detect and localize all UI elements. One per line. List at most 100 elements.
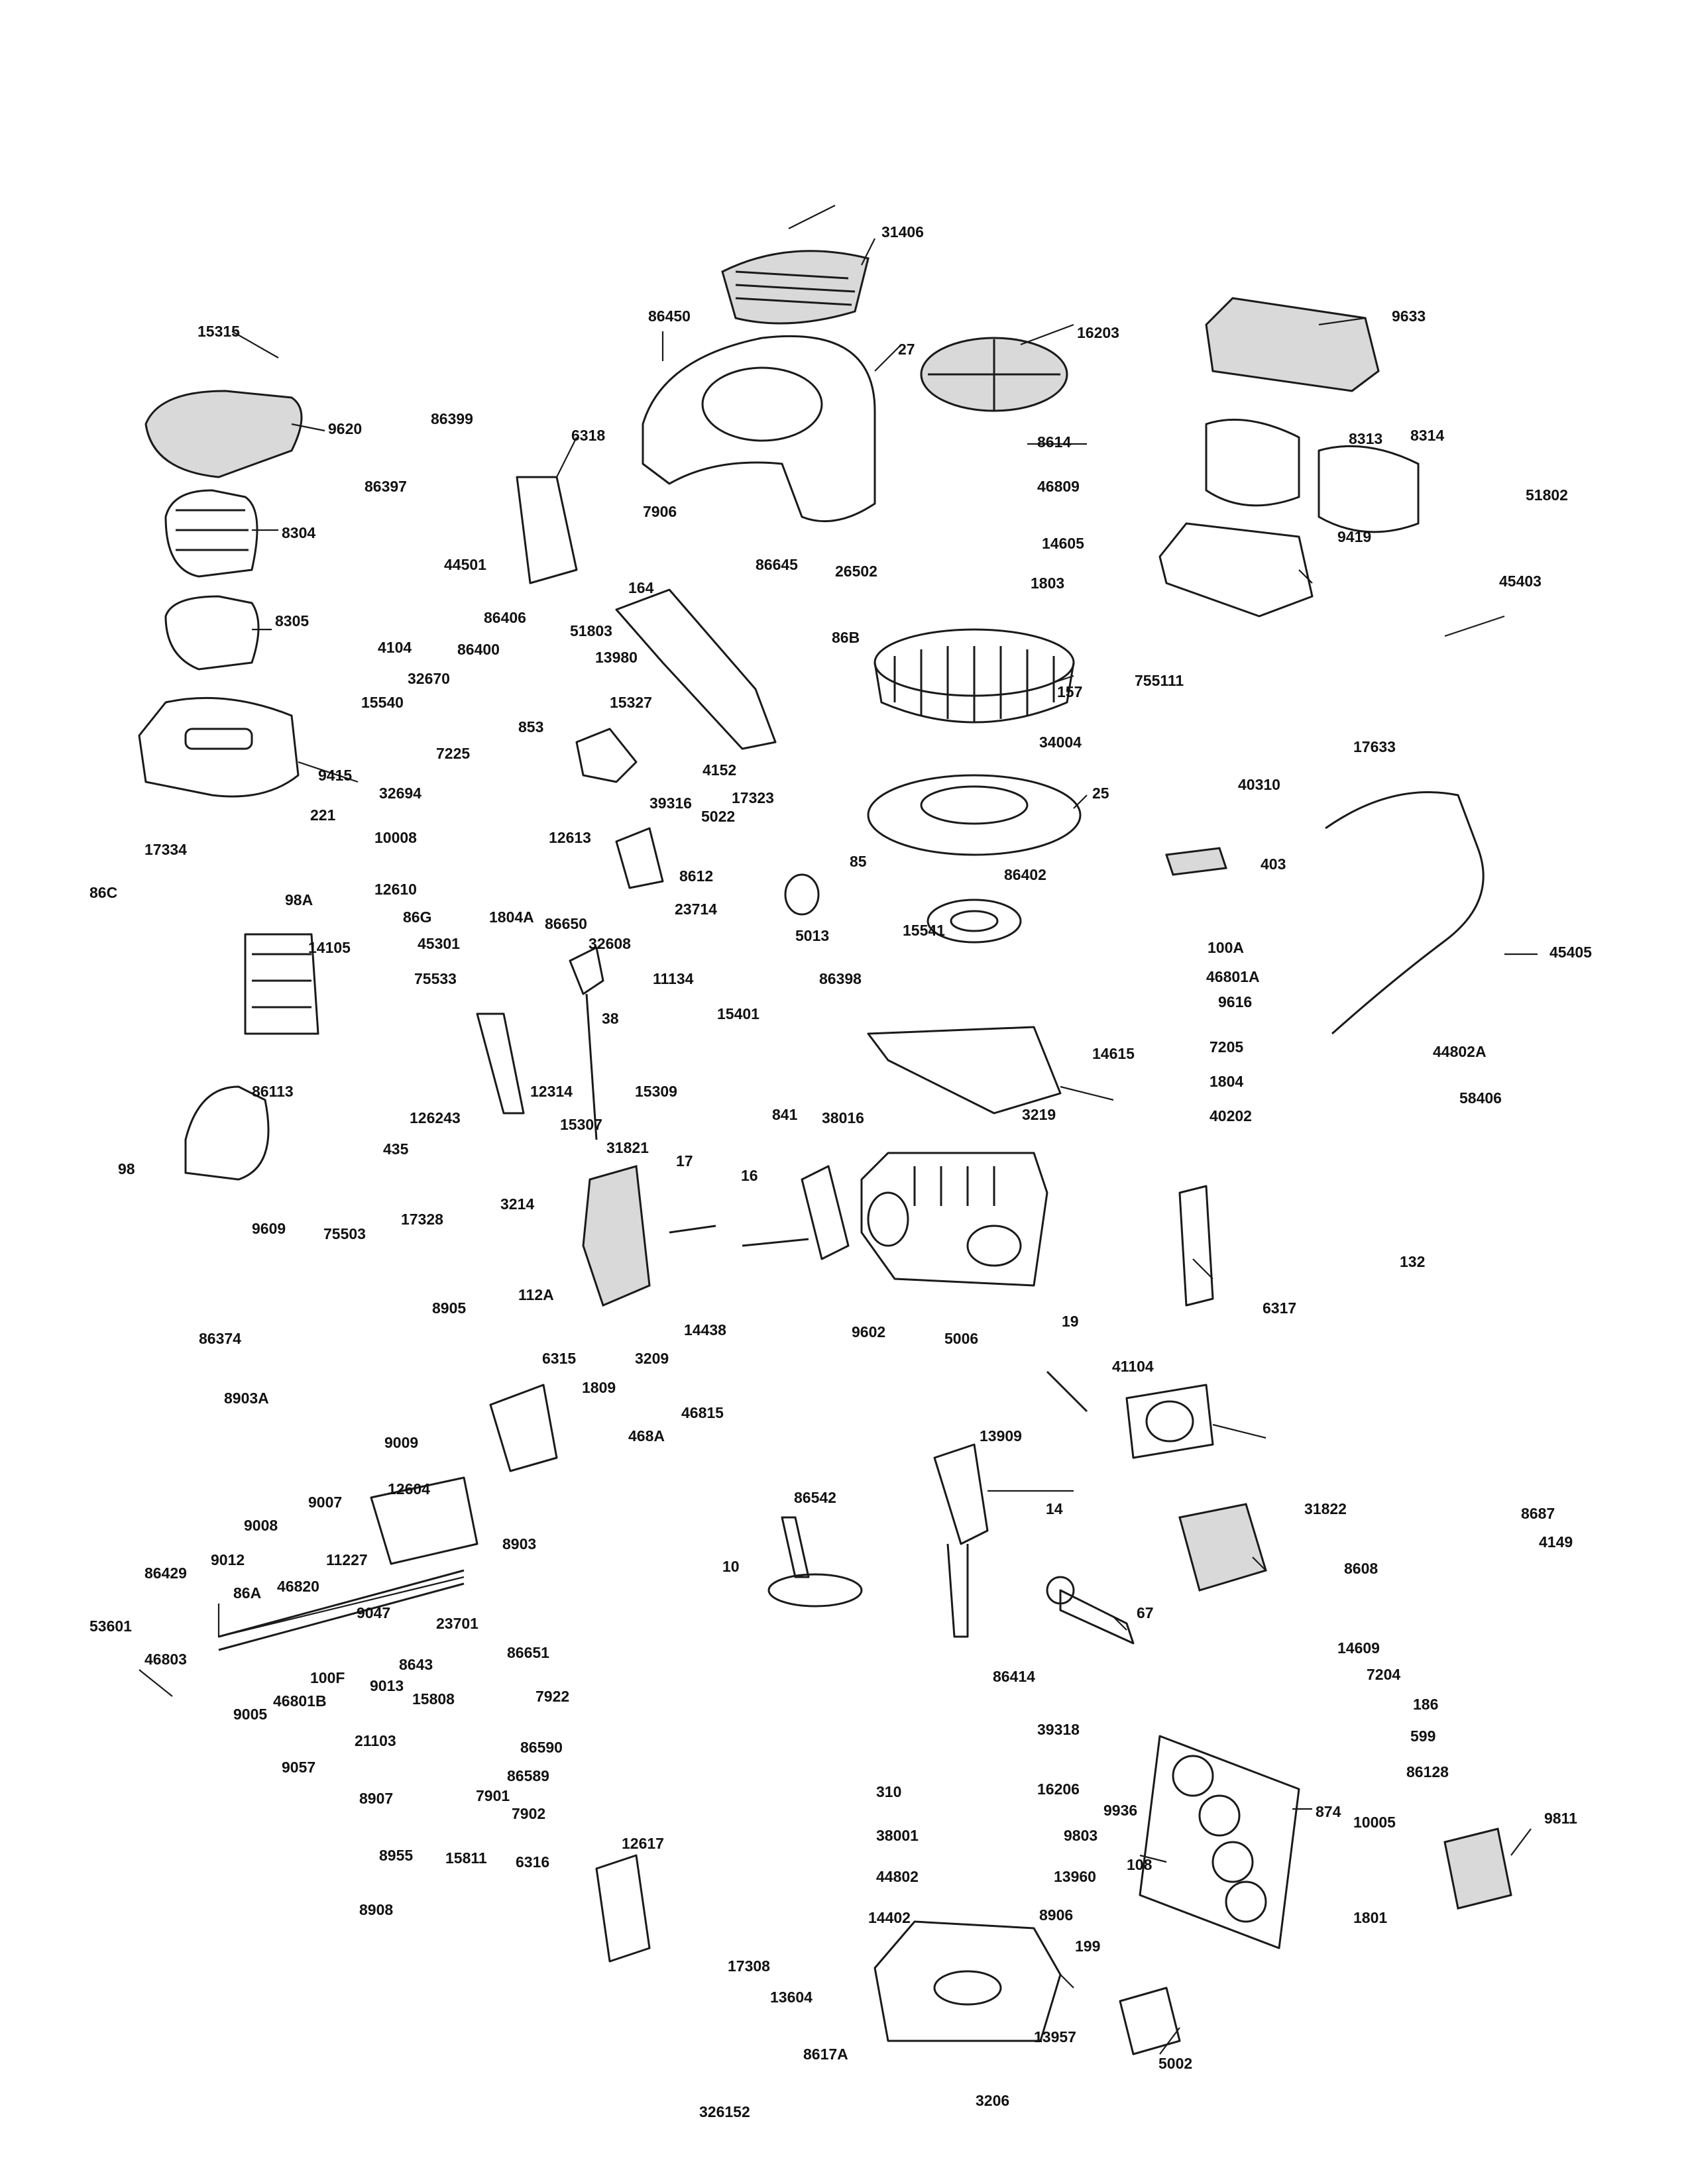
callout-23714: 23714 [675,901,717,918]
fuel-pump-part [615,827,664,889]
callout-15307: 15307 [560,1116,602,1133]
callout-9047: 9047 [357,1604,390,1621]
callout-9008: 9008 [244,1517,278,1534]
callout-1804: 1804 [1210,1073,1243,1090]
callout-39318: 39318 [1037,1721,1080,1738]
callout-14402: 14402 [868,1909,911,1926]
callout-17334: 17334 [144,841,187,858]
callout-86400: 86400 [457,641,500,658]
callout-108: 108 [1127,1856,1153,1873]
callout-86650: 86650 [545,915,587,932]
callout-86402: 86402 [1004,866,1046,883]
callout-8905: 8905 [432,1299,466,1317]
callout-98: 98 [118,1160,135,1177]
cylinder-head-left-part [582,1165,651,1307]
callout-58406: 58406 [1459,1089,1502,1107]
air-cleaner-base-right-part [1158,522,1314,618]
callout-14: 14 [1046,1500,1063,1517]
callout-3214: 3214 [500,1195,534,1213]
callout-8608: 8608 [1344,1560,1378,1577]
callout-44802A: 44802A [1433,1043,1487,1060]
callout-8903A: 8903A [224,1390,269,1407]
governor-linkage-part [218,1476,478,1651]
callout-7922: 7922 [535,1688,569,1705]
callout-9012: 9012 [211,1551,245,1568]
callout-9007: 9007 [308,1494,342,1511]
callout-11227: 11227 [326,1551,368,1568]
rotating-screen-part [920,337,1068,412]
shroud-center-part [489,1384,558,1472]
fuel-filter-part [784,873,820,916]
callout-10: 10 [722,1558,740,1575]
callout-44802: 44802 [876,1868,919,1885]
oil-pan-part [873,1920,1062,2042]
callout-17323: 17323 [732,789,774,806]
callout-7225-upper: 7225 [436,745,470,762]
callout-15811: 15811 [445,1849,487,1867]
callout-8908: 8908 [359,1901,393,1918]
callout-32694: 32694 [379,785,422,802]
callout-16206: 16206 [1037,1780,1080,1798]
callout-9620: 9620 [328,420,362,437]
callout-9616: 9616 [1218,993,1252,1010]
shroud-lower-part [595,1854,651,1963]
callout-6317: 6317 [1263,1299,1296,1317]
callout-34004: 34004 [1039,734,1082,751]
ring-gear-part [867,774,1082,856]
callout-15315: 15315 [197,323,240,340]
callout-46815: 46815 [681,1404,724,1421]
callout-1801: 1801 [1353,1909,1387,1926]
callout-86399: 86399 [431,410,473,427]
muffler-part [1443,1828,1512,1910]
callout-853: 853 [518,718,543,736]
blower-housing-part [642,335,876,523]
callout-44501: 44501 [444,556,486,573]
callout-38: 38 [602,1010,619,1027]
callout-13957: 13957 [1034,2028,1076,2046]
callout-21103: 21103 [355,1732,396,1749]
callout-11134: 11134 [653,970,694,987]
callout-9415: 9415 [318,767,352,784]
callout-100A-upper: 100A [1208,939,1244,956]
crankshaft-part [933,1443,989,1638]
callout-3206: 3206 [976,2092,1009,2109]
callout-45405: 45405 [1549,944,1592,961]
callout-86C: 86C [89,884,117,901]
callout-9013: 9013 [370,1677,404,1694]
callout-86645: 86645 [756,556,798,573]
callout-85: 85 [850,853,867,870]
valve-parts [669,1225,809,1247]
callout-6316: 6316 [516,1853,549,1871]
callout-26502: 26502 [835,563,877,580]
connecting-rod-part [1046,1576,1135,1645]
callout-86398: 86398 [819,970,862,987]
callout-7205: 7205 [1210,1038,1243,1056]
wiring-harness-part [1325,791,1485,1035]
callout-10005: 10005 [1353,1814,1396,1831]
callout-3209: 3209 [635,1350,669,1367]
callout-86429: 86429 [144,1564,187,1582]
callout-3219: 3219 [1022,1106,1056,1123]
callout-15401: 15401 [717,1005,760,1022]
callout-16203: 16203 [1077,324,1119,341]
callout-32608: 32608 [589,935,631,952]
starter-motor-part [244,933,319,1035]
oil-filter-part [1119,1987,1181,2055]
callout-86A: 86A [233,1584,261,1602]
baffle-upper-part [516,476,578,584]
callout-46803: 46803 [144,1651,187,1668]
air-cleaner-cover-right-part [1205,297,1380,392]
callout-5006: 5006 [944,1330,978,1347]
callout-8305: 8305 [275,612,309,629]
cylinder-head-right-part [1178,1503,1267,1592]
callout-8617A: 8617A [803,2046,848,2063]
leader-lines [139,205,1538,2055]
callout-13604: 13604 [770,1989,813,2006]
callout-10008: 10008 [374,829,417,846]
callout-186: 186 [1413,1696,1438,1713]
callout-53601: 53601 [89,1617,132,1635]
callout-31406: 31406 [881,223,924,241]
regulator-part [1164,847,1228,876]
callout-86590: 86590 [520,1739,563,1756]
